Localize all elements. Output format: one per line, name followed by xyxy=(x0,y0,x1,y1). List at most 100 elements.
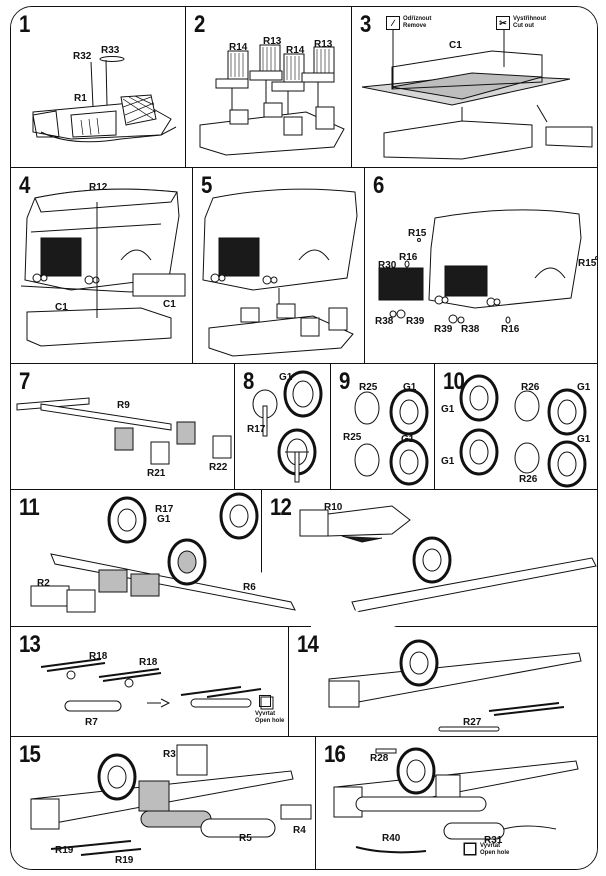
part-label: G1 xyxy=(157,514,171,525)
part-label: R16 xyxy=(399,252,418,263)
part-label: R6 xyxy=(243,582,256,593)
step-9-illustration xyxy=(354,388,429,486)
part-label: R10 xyxy=(324,502,343,513)
part-label: R3 xyxy=(163,749,176,760)
part-label: R25 xyxy=(343,432,362,443)
part-label: G1 xyxy=(577,434,591,445)
drill-icon xyxy=(259,695,271,707)
step-13-panel: 13 R18 R18 R7 Vyvrtat Open hole xyxy=(11,627,289,737)
part-label: R5 xyxy=(239,833,252,844)
part-label: C1 xyxy=(55,302,68,313)
step-number: 3 xyxy=(360,11,371,38)
part-label: R17 xyxy=(247,424,266,435)
part-label: R25 xyxy=(359,382,378,393)
step-13-illustration xyxy=(40,658,274,712)
step-number: 12 xyxy=(270,494,292,521)
step-15-illustration xyxy=(30,744,312,856)
part-label: R32 xyxy=(73,51,92,62)
step-number: 8 xyxy=(243,368,254,395)
step-14-panel: 14 R27 xyxy=(289,627,597,737)
part-label: R7 xyxy=(85,717,98,728)
part-label: R38 xyxy=(461,324,480,335)
step-5-panel: 5 xyxy=(193,168,365,364)
step-number: 4 xyxy=(19,172,30,199)
step-number: 13 xyxy=(19,631,41,658)
step-number: 15 xyxy=(19,741,41,768)
part-label: R15 xyxy=(578,258,597,269)
part-label: R1 xyxy=(74,93,87,104)
step-15-panel: 15 R3 R19 R19 R5 R4 xyxy=(11,737,316,869)
step-10-panel: 10 R26 G1 G1 G1 G1 R26 xyxy=(435,364,597,490)
part-label: R33 xyxy=(101,45,120,56)
step-1-illustration xyxy=(32,56,177,143)
part-label: G1 xyxy=(577,382,591,393)
part-label: G1 xyxy=(401,434,415,445)
part-label: R16 xyxy=(501,324,520,335)
part-label: G1 xyxy=(441,456,455,467)
part-label: R12 xyxy=(89,182,108,193)
step-7-panel: 7 R9 R21 R22 xyxy=(11,364,235,490)
part-label: R26 xyxy=(519,474,538,485)
step-14-illustration xyxy=(328,639,582,732)
part-label: R31 xyxy=(484,835,503,846)
step-number: 11 xyxy=(19,494,40,521)
part-label: R18 xyxy=(139,657,158,668)
step-number: 6 xyxy=(373,172,384,199)
part-label: R40 xyxy=(382,833,401,844)
part-label: R13 xyxy=(263,36,282,47)
step-number: 14 xyxy=(297,631,319,658)
step-4-illustration xyxy=(20,188,186,347)
step-number: 7 xyxy=(19,368,30,395)
step-16-panel: 16 R28 R40 R31 Vyvrtat Open hole xyxy=(316,737,597,869)
part-label: R18 xyxy=(89,651,108,662)
part-label: G1 xyxy=(403,382,417,393)
part-label: R39 xyxy=(434,324,453,335)
part-label: R30 xyxy=(378,260,397,271)
step-3-illustration xyxy=(361,30,593,160)
step-number: 9 xyxy=(339,368,350,395)
part-label: R27 xyxy=(463,717,482,728)
step-16-illustration xyxy=(333,747,579,856)
step-number: 16 xyxy=(324,741,346,768)
step-number: 10 xyxy=(443,368,465,395)
step-number: 2 xyxy=(194,11,205,38)
part-label: R14 xyxy=(229,42,248,53)
part-label: R2 xyxy=(37,578,50,589)
part-label: R14 xyxy=(286,45,305,56)
part-label: R26 xyxy=(521,382,540,393)
step-2-illustration xyxy=(199,44,345,156)
legend-remove: Odříznout Remove xyxy=(403,16,432,29)
step-6-panel: 6 R15 R16 R30 R15 R38 R39 R39 R38 R16 xyxy=(365,168,597,364)
drill-icon xyxy=(464,843,476,855)
part-label: R21 xyxy=(147,468,166,479)
part-label: G1 xyxy=(441,404,455,415)
part-label: R9 xyxy=(117,400,130,411)
knife-icon: ∕ xyxy=(386,16,400,30)
part-label: R13 xyxy=(314,39,333,50)
step-10-illustration xyxy=(459,374,587,488)
step-5-illustration xyxy=(202,188,358,357)
part-label: R22 xyxy=(209,462,228,473)
step-number: 5 xyxy=(201,172,212,199)
legend-open-hole: Vyvrtat Open hole xyxy=(480,843,510,856)
part-label: R28 xyxy=(370,753,389,764)
part-label: R17 xyxy=(155,504,174,515)
part-label: R19 xyxy=(115,855,134,866)
part-label: R15 xyxy=(408,228,427,239)
instruction-sheet: 1 R32 R33 R1 2 xyxy=(10,6,598,870)
step-6-illustration xyxy=(378,209,597,324)
part-label: C1 xyxy=(163,299,176,310)
part-label: R4 xyxy=(293,825,306,836)
part-label: R39 xyxy=(406,316,425,327)
part-label: R19 xyxy=(55,845,74,856)
step-3-panel: 3 ∕ Odříznout Remove ✂ Vystřihnout Cut o… xyxy=(352,7,597,168)
step-8-panel: 8 G1 R17 xyxy=(235,364,331,490)
step-12-panel: 12 R10 xyxy=(261,490,597,627)
step-7-illustration xyxy=(16,397,232,465)
step-number: 1 xyxy=(19,11,30,38)
legend-open-hole: Vyvrtat Open hole xyxy=(255,711,285,724)
step-12-illustration xyxy=(299,505,597,613)
step-11-illustration xyxy=(30,492,296,613)
part-label: G1 xyxy=(279,372,293,383)
scissors-icon: ✂ xyxy=(496,16,510,30)
